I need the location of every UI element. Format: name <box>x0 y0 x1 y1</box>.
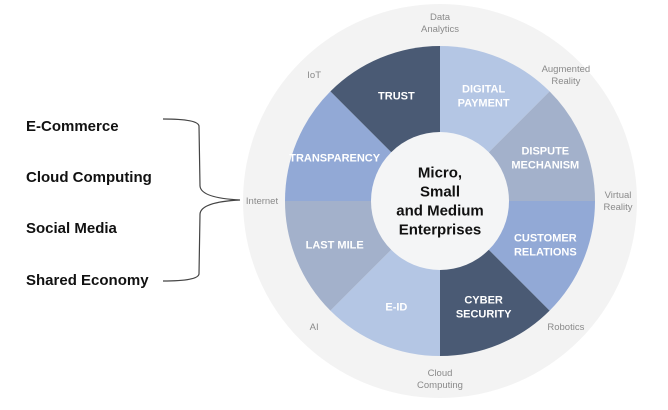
left-list-item-shared-economy: Shared Economy <box>26 272 149 289</box>
outer-label-internet: Internet <box>246 196 279 207</box>
curly-brace <box>162 118 241 282</box>
center-circle <box>371 132 509 270</box>
outer-label-ai: AI <box>310 322 319 333</box>
left-list-item-cloud-computing: Cloud Computing <box>26 169 152 186</box>
left-list-item-ecommerce: E-Commerce <box>26 118 119 135</box>
outer-label-robotics: Robotics <box>547 322 584 333</box>
segment-label-last-mile: LAST MILE <box>306 240 364 252</box>
segment-label-transparency: TRANSPARENCY <box>289 152 381 164</box>
segment-label-e-id: E-ID <box>385 301 407 313</box>
segment-label-trust: TRUST <box>378 91 415 103</box>
outer-label-iot: IoT <box>307 70 321 81</box>
left-list-item-social-media: Social Media <box>26 220 117 237</box>
